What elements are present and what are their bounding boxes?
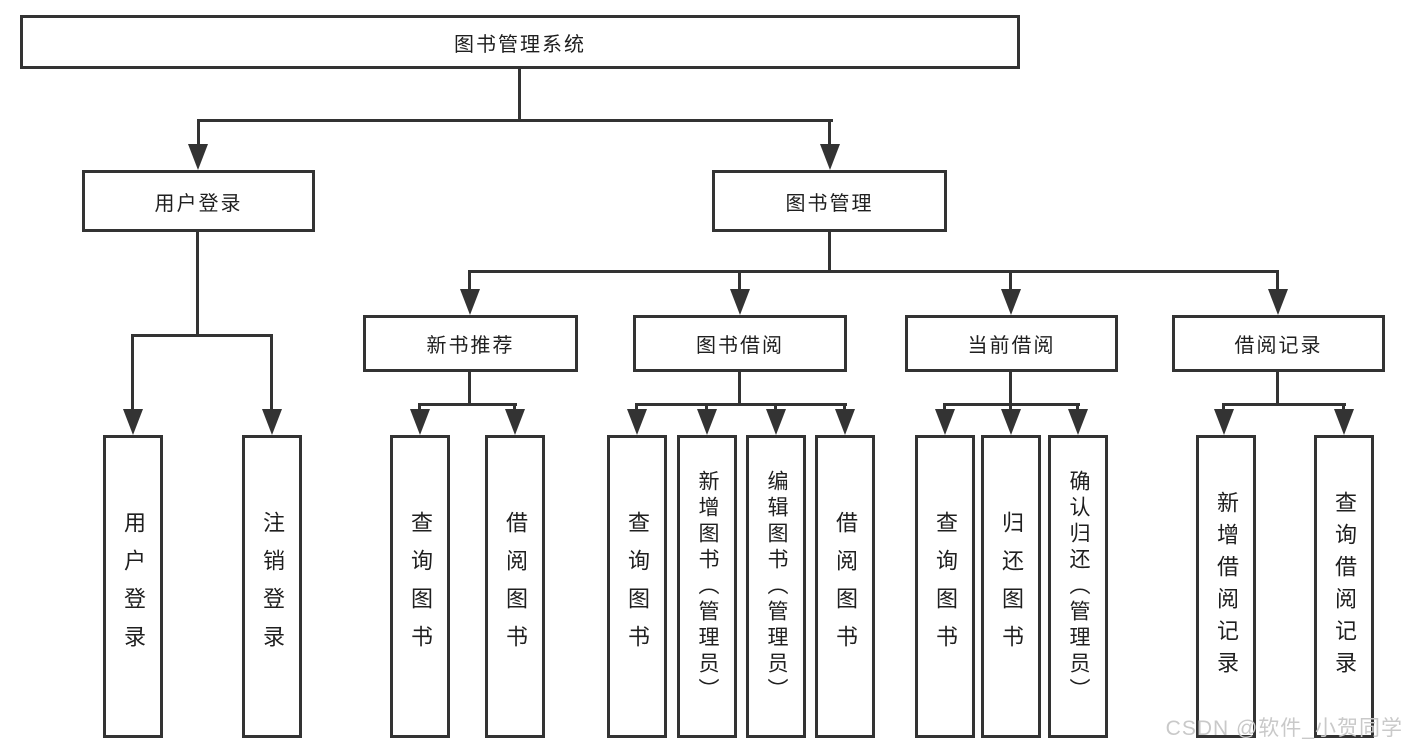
csdn-watermark: CSDN @软件_小贺同学 — [1165, 717, 1403, 740]
arrowhead-down-icon — [730, 289, 750, 315]
leaf-label: 查询借阅记录 — [1332, 490, 1357, 683]
node-library-system: 图书管理系统 — [20, 15, 1020, 69]
arrowhead-down-icon — [1334, 409, 1354, 435]
arrowhead-down-icon — [1001, 409, 1021, 435]
connector-hline — [1222, 403, 1346, 406]
leaf-label: 查询图书 — [408, 510, 433, 663]
connector-vline — [738, 270, 741, 290]
connector-hline — [418, 403, 517, 406]
arrowhead-down-icon — [820, 144, 840, 170]
connector-vline — [270, 334, 273, 409]
arrowhead-down-icon — [262, 409, 282, 435]
connector-vline — [635, 403, 638, 411]
leaf-label: 注销登录 — [260, 510, 285, 663]
connector-vline — [705, 403, 708, 411]
node-current-borrow: 当前借阅 — [905, 315, 1118, 372]
leaf-edit-books-admin: 编辑图书（管理员） — [746, 435, 806, 738]
node-user-login: 用户登录 — [82, 170, 315, 232]
leaf-label: 查询图书 — [933, 510, 958, 663]
connector-vline — [943, 403, 946, 411]
connector-vline — [197, 119, 200, 146]
leaf-label: 归还图书 — [999, 510, 1024, 663]
connector-hline — [131, 334, 273, 337]
connector-vline — [1009, 270, 1012, 290]
connector-vline — [1342, 403, 1345, 411]
connector-vline — [1009, 403, 1012, 411]
arrowhead-down-icon — [460, 289, 480, 315]
connector-vline — [828, 232, 831, 272]
connector-vline — [1009, 372, 1012, 405]
arrowhead-down-icon — [1001, 289, 1021, 315]
leaf-user-login: 用户登录 — [103, 435, 163, 738]
leaf-label: 用户登录 — [121, 510, 146, 663]
leaf-add-books-admin: 新增图书（管理员） — [677, 435, 737, 738]
connector-vline — [1222, 403, 1225, 411]
leaf-label: 借阅图书 — [833, 510, 858, 663]
arrowhead-down-icon — [1268, 289, 1288, 315]
leaf-query-books-borrow: 查询图书 — [607, 435, 667, 738]
connector-vline — [468, 270, 471, 290]
connector-vline — [843, 403, 846, 411]
arrowhead-down-icon — [188, 144, 208, 170]
leaf-borrow-books-borrow: 借阅图书 — [815, 435, 875, 738]
node-book-management: 图书管理 — [712, 170, 947, 232]
arrowhead-down-icon — [935, 409, 955, 435]
connector-vline — [418, 403, 421, 411]
leaf-label: 借阅图书 — [503, 510, 528, 663]
node-borrow-records: 借阅记录 — [1172, 315, 1385, 372]
arrowhead-down-icon — [697, 409, 717, 435]
arrowhead-down-icon — [410, 409, 430, 435]
connector-vline — [1076, 403, 1079, 411]
leaf-query-books-recommend: 查询图书 — [390, 435, 450, 738]
leaf-logout: 注销登录 — [242, 435, 302, 738]
connector-vline — [828, 119, 831, 146]
connector-hline — [468, 270, 1279, 273]
leaf-add-borrow-record: 新增借阅记录 — [1196, 435, 1256, 738]
node-book-borrow: 图书借阅 — [633, 315, 847, 372]
arrowhead-down-icon — [627, 409, 647, 435]
leaf-label: 查询图书 — [625, 510, 650, 663]
leaf-label: 新增图书（管理员） — [696, 469, 719, 704]
arrowhead-down-icon — [123, 409, 143, 435]
connector-vline — [518, 68, 521, 121]
connector-vline — [774, 403, 777, 411]
arrowhead-down-icon — [1068, 409, 1088, 435]
node-new-book-recommend: 新书推荐 — [363, 315, 578, 372]
connector-vline — [468, 372, 471, 405]
leaf-query-books-current: 查询图书 — [915, 435, 975, 738]
connector-hline — [197, 119, 833, 122]
connector-vline — [196, 232, 199, 336]
arrowhead-down-icon — [505, 409, 525, 435]
connector-vline — [513, 403, 516, 411]
leaf-borrow-books-recommend: 借阅图书 — [485, 435, 545, 738]
leaf-label: 编辑图书（管理员） — [765, 469, 788, 704]
leaf-confirm-return-admin: 确认归还（管理员） — [1048, 435, 1108, 738]
leaf-label: 新增借阅记录 — [1214, 490, 1239, 683]
connector-vline — [131, 334, 134, 409]
arrowhead-down-icon — [1214, 409, 1234, 435]
connector-hline — [635, 403, 847, 406]
arrowhead-down-icon — [835, 409, 855, 435]
leaf-query-borrow-record: 查询借阅记录 — [1314, 435, 1374, 738]
connector-vline — [738, 372, 741, 405]
leaf-return-books: 归还图书 — [981, 435, 1041, 738]
connector-vline — [1276, 372, 1279, 405]
arrowhead-down-icon — [766, 409, 786, 435]
connector-vline — [1276, 270, 1279, 290]
leaf-label: 确认归还（管理员） — [1067, 469, 1090, 704]
